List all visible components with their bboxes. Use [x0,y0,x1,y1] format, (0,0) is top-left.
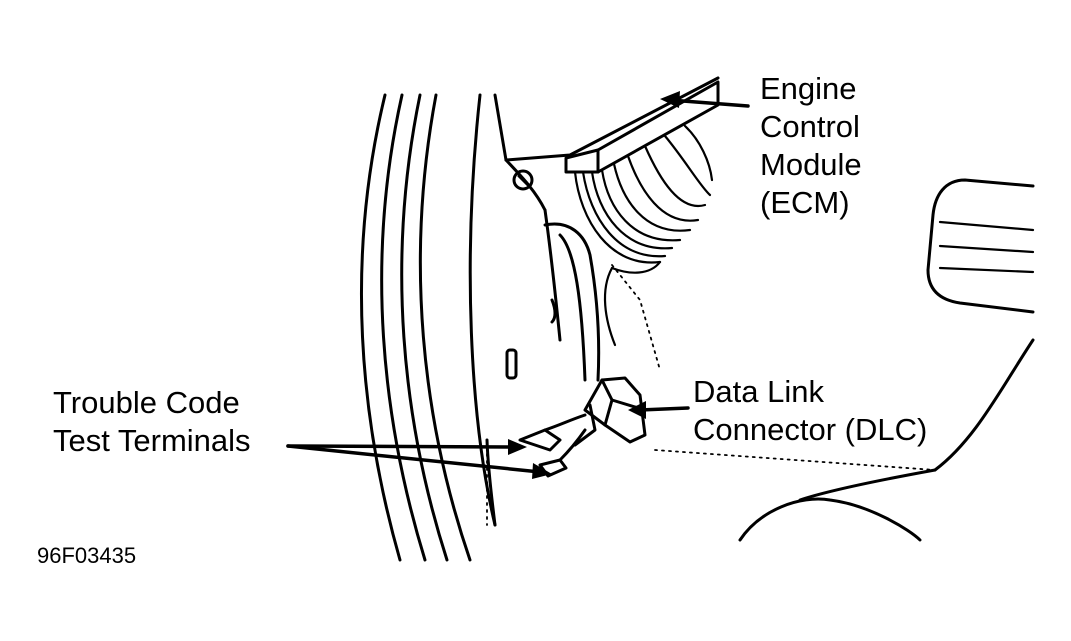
ecm-label-line: Engine [760,71,857,106]
ecm-arrowhead-icon [660,91,680,108]
dlc-label-line: Data Link [693,374,824,409]
dlc-label-line: Connector (DLC) [693,412,928,447]
test-terminals-callout-label: Trouble Code Test Terminals [53,384,251,460]
dlc-callout-label: Data Link Connector (DLC) [693,373,927,449]
figure-id: 96F03435 [37,543,137,568]
dlc-harness [543,222,601,382]
test-terminal-arrowhead-upper-icon [508,439,527,455]
floor-contours [738,338,1035,542]
ecm-module [564,80,720,174]
test-terminals-label-line: Trouble Code [53,385,240,420]
ecm-label-line: Control [760,109,860,144]
panel-slot [505,348,518,380]
dash-panel [504,76,720,342]
dlc-arrow [638,406,690,412]
test-terminal-arrowhead-lower-icon [532,463,552,479]
kick-panel-lines [359,93,508,562]
accelerator-pedal [926,178,1035,314]
test-terminal-arrow-lower [286,444,542,474]
callout-arrows [286,98,750,474]
ecm-arrow [668,98,750,108]
carpet-edges [486,264,936,526]
test-terminals [518,413,587,478]
ecm-callout-label: Engine Control Module (ECM) [760,70,862,222]
test-terminals-label-line: Test Terminals [53,423,251,458]
ecm-wiring-harness [573,124,714,347]
dlc-arrowhead-icon [628,401,646,419]
ecm-label-line: (ECM) [760,185,850,220]
test-terminal-arrow-upper [286,444,517,449]
ecm-label-line: Module [760,147,862,182]
mounting-bolt [512,169,534,191]
